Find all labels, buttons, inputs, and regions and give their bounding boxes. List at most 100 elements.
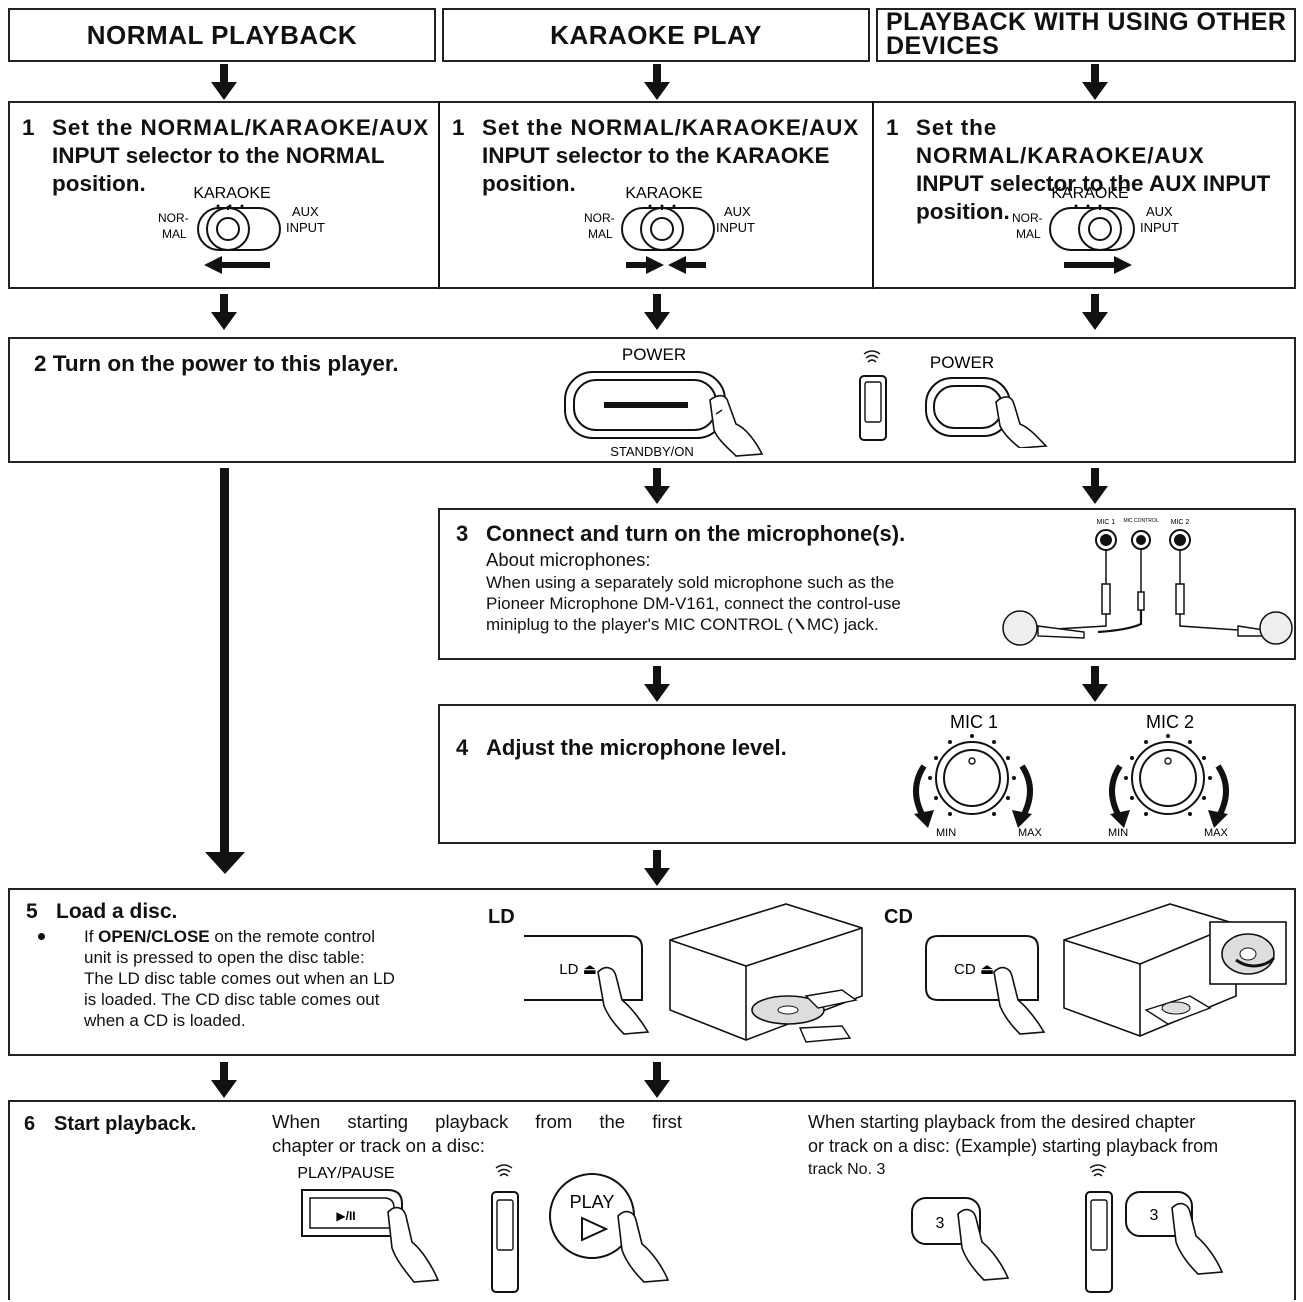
step1-karaoke-line3: position. [482, 171, 576, 196]
microphone-connection-illustration: MIC 1 MIC CONTROL MIC 2 [1002, 518, 1293, 646]
play-pause-button-illustration: PLAY/PAUSE ▶/II [297, 1165, 440, 1283]
step2-text: 2 Turn on the power to this player. [34, 351, 399, 376]
svg-text:3: 3 [936, 1215, 945, 1232]
svg-text:KARAOKE: KARAOKE [1051, 185, 1128, 202]
step1-divider [438, 101, 440, 289]
header-normal-playback-label: NORMAL PLAYBACK [86, 19, 358, 50]
svg-text:PLAY: PLAY [570, 1192, 615, 1212]
ld-eject-button: LD ⏏ [524, 935, 650, 1035]
step5-title: Load a disc. [56, 900, 178, 923]
step3-arrows [644, 666, 1108, 702]
step6-first-line2: chapter or track on a disc: [272, 1135, 485, 1156]
step5-bullet-bold: OPEN/CLOSE [98, 927, 210, 946]
header-other-devices-line2: DEVICES [886, 32, 1000, 60]
number-3-button: 3 [911, 1197, 1010, 1281]
selector-switch-aux: KARAOKE NOR- MAL AUX INPUT [1012, 185, 1179, 274]
down-arrow-icon [1082, 64, 1108, 100]
step3-subtitle: About microphones: [486, 549, 651, 570]
remote-number-3-button: 3 [1125, 1191, 1224, 1275]
step3-body-line3-start: miniplug to the player's MIC CONTROL ( [486, 615, 798, 634]
step3-body-line3-end: MC) jack. [802, 615, 879, 634]
step1-karaoke-line1: Set the NORMAL/KARAOKE/AUX [482, 115, 860, 140]
step3-title: Connect and turn on the microphone(s). [486, 521, 906, 546]
step6-title: Start playback. [54, 1113, 197, 1135]
svg-text:MAX: MAX [1018, 827, 1043, 839]
header-other-devices-line1: PLAYBACK WITH USING OTHER [886, 8, 1287, 36]
svg-text:KARAOKE: KARAOKE [193, 185, 270, 202]
svg-text:MAL: MAL [588, 227, 613, 241]
step4-text: 4 Adjust the microphone level. [456, 734, 787, 762]
svg-text:AUX: AUX [1146, 204, 1173, 219]
svg-text:MAX: MAX [1204, 827, 1229, 839]
svg-text:KARAOKE: KARAOKE [625, 185, 702, 202]
step1-karaoke-line2: INPUT selector to the KARAOKE [482, 143, 830, 168]
svg-text:LD ⏏: LD ⏏ [559, 961, 597, 978]
remote-control-icon [1085, 1164, 1113, 1293]
step3-body-line3: miniplug to the player's MIC CONTROL ( \… [456, 614, 1016, 635]
step1-aux-text: 1 Set the NORMAL/KARAOKE/AUX INPUT select… [886, 114, 1292, 226]
svg-text:PLAY/PAUSE: PLAY/PAUSE [297, 1165, 394, 1182]
svg-text:MIC 2: MIC 2 [1146, 712, 1194, 732]
step1-row [8, 101, 1296, 289]
mic2-knob: MIC 2 MIN MAX [1108, 712, 1229, 839]
bullet-icon [38, 933, 45, 940]
ld-heading: LD [488, 906, 515, 928]
step5-text: 5 Load a disc. If OPEN/CLOSE on the remo… [26, 898, 456, 1031]
svg-text:MIC 1: MIC 1 [950, 712, 998, 732]
step-number: 3 [456, 521, 469, 546]
svg-text:NOR-: NOR- [158, 211, 189, 225]
step5-arrows [211, 1062, 670, 1098]
step3-body-line2: Pioneer Microphone DM-V161, connect the … [486, 594, 901, 613]
step1-aux-line2: INPUT selector to the AUX INPUT [916, 171, 1271, 196]
step4-arrows [644, 850, 670, 886]
step-number: 1 [452, 115, 465, 140]
step5-bullet-pre: If [84, 927, 99, 946]
step4-title: Adjust the microphone level. [486, 735, 787, 760]
svg-text:INPUT: INPUT [716, 220, 755, 235]
skip-arrow-head [205, 852, 245, 874]
step3-text: 3 Connect and turn on the microphone(s).… [456, 520, 1016, 635]
svg-text:NOR-: NOR- [1012, 211, 1043, 225]
header-karaoke-play-label: KARAOKE PLAY [550, 19, 762, 50]
power-button-illustration: POWER STANDBY/ON [564, 345, 764, 459]
step3-row [438, 508, 1296, 660]
header-arrows [211, 64, 1108, 100]
selector-switch-normal: KARAOKE NOR- MAL AUX INPUT [158, 185, 325, 274]
step6-desired-line3: track No. 3 [808, 1161, 886, 1178]
step1-aux-line3: position. [916, 199, 1010, 224]
cd-player-illustration [1063, 903, 1287, 1037]
svg-text:MIC 1: MIC 1 [1097, 519, 1116, 526]
step6-desired-chapter-text: When starting playback from the desired … [808, 1110, 1288, 1182]
step2-row [8, 337, 1296, 463]
down-arrow-icon [211, 64, 237, 100]
step5-line: is loaded. The CD disc table comes out [84, 990, 380, 1009]
step1-normal-line1: Set the NORMAL/KARAOKE/AUX [52, 115, 430, 140]
svg-text:MAL: MAL [162, 227, 187, 241]
step5-bullet: If OPEN/CLOSE on the remote control [26, 926, 456, 947]
svg-text:STANDBY/ON: STANDBY/ON [610, 444, 694, 459]
ld-player-illustration [669, 903, 863, 1043]
remote-play-button: PLAY [549, 1173, 670, 1283]
step1-normal-line3: position. [52, 171, 146, 196]
step-number: 4 [456, 735, 469, 760]
header-normal-playback: NORMAL PLAYBACK [8, 8, 436, 62]
svg-text:CD ⏏: CD ⏏ [954, 961, 994, 978]
down-arrow-icon [644, 64, 670, 100]
step3-body-line1: When using a separately sold microphone … [486, 573, 895, 592]
header-other-devices: PLAYBACK WITH USING OTHER DEVICES [876, 8, 1296, 62]
cd-heading: CD [884, 906, 913, 928]
step6-title-group: 6 Start playback. [24, 1110, 196, 1138]
remote-control-icon [859, 350, 887, 441]
header-karaoke-play: KARAOKE PLAY [442, 8, 870, 62]
mic1-knob: MIC 1 MIN MAX [913, 712, 1043, 839]
step-number: 6 [24, 1113, 36, 1135]
step2-arrows [644, 468, 1108, 504]
step6-desired-line2: or track on a disc: (Example) starting p… [808, 1136, 1219, 1156]
step1-aux-line1: Set the NORMAL/KARAOKE/AUX [915, 115, 1205, 168]
remote-control-icon [491, 1164, 519, 1293]
svg-text:MAL: MAL [1016, 227, 1041, 241]
step-number: 1 [886, 115, 899, 140]
step6-first-line1: When starting playback from the first [272, 1111, 682, 1132]
step5-line: The LD disc table comes out when an LD [84, 969, 395, 988]
